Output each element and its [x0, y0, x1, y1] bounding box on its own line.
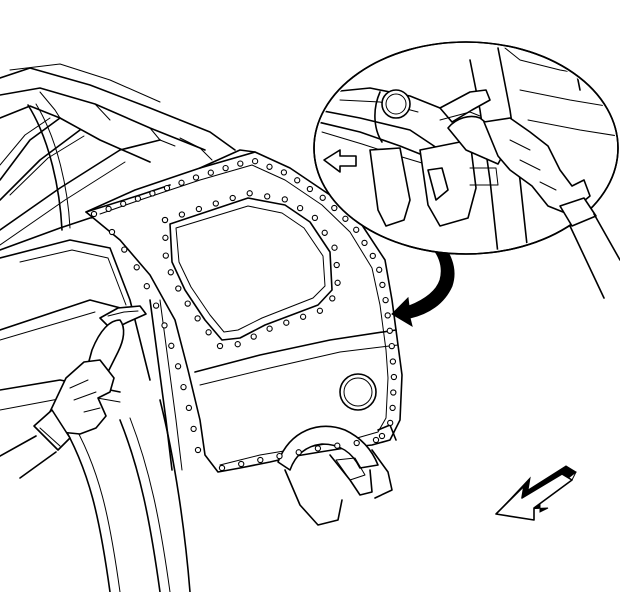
spot-weld-hole [276, 452, 283, 460]
spot-weld-hole [134, 195, 142, 202]
spot-weld-hole [334, 442, 341, 449]
spot-weld-hole [175, 285, 182, 292]
spot-weld-hole [353, 226, 360, 233]
spot-weld-hole [266, 325, 273, 332]
spot-weld-hole [180, 383, 187, 391]
spot-weld-hole [314, 445, 322, 452]
spot-weld-hole [192, 174, 200, 181]
spot-weld-hole [194, 446, 202, 454]
spot-weld-hole [321, 229, 328, 236]
spot-weld-hole [376, 266, 383, 273]
arrow-left-outline-icon [323, 149, 357, 173]
spot-weld-hole [163, 184, 171, 192]
spot-weld-hole [185, 404, 193, 412]
spot-weld-hole [334, 279, 341, 286]
spot-weld-hole [195, 205, 203, 213]
spot-weld-hole [161, 216, 169, 224]
spot-weld-hole [207, 169, 214, 176]
spot-weld-hole [174, 363, 182, 370]
spot-weld-hole [390, 389, 397, 396]
spot-weld-hole [90, 210, 98, 218]
spot-weld-holes [90, 158, 398, 472]
spot-weld-hole [149, 190, 156, 197]
spot-weld-hole [306, 185, 314, 193]
weld-tool-left [0, 305, 147, 479]
spot-weld-hole [105, 205, 112, 213]
spot-weld-hole [257, 456, 264, 464]
spot-weld-hole [251, 158, 259, 165]
spot-weld-hole [388, 342, 395, 350]
spot-weld-hole [386, 327, 393, 334]
spot-weld-hole [194, 315, 201, 322]
spot-weld-hole [353, 439, 360, 447]
spot-weld-hole [283, 319, 290, 326]
spot-weld-hole [108, 228, 116, 236]
spot-weld-hole [133, 264, 140, 271]
spot-weld-hole [216, 342, 224, 350]
spot-weld-hole [234, 341, 241, 348]
spot-weld-hole [311, 214, 319, 222]
spot-weld-hole [152, 302, 160, 309]
spot-weld-hole [389, 404, 396, 412]
spot-weld-hole [143, 283, 150, 290]
spot-weld-hole [266, 163, 273, 170]
detail-callout [313, 41, 620, 299]
spot-weld-hole [237, 160, 244, 167]
spot-weld-hole [162, 234, 169, 241]
spot-weld-hole [389, 358, 397, 365]
spot-weld-hole [369, 252, 376, 260]
spot-weld-hole [246, 190, 253, 197]
spot-weld-hole [161, 322, 168, 329]
spot-weld-hole [178, 179, 185, 186]
spot-weld-hole [121, 246, 128, 253]
spot-weld-hole [361, 239, 368, 247]
spot-weld-hole [167, 269, 174, 276]
spot-weld-hole [329, 295, 336, 302]
spot-weld-hole [379, 281, 386, 289]
spot-weld-hole [222, 164, 229, 172]
spot-weld-hole [218, 464, 226, 472]
spot-weld-hole [372, 436, 380, 444]
vehicle-body-frame [0, 63, 236, 592]
spot-weld-hole [264, 193, 271, 200]
spot-weld-hole [120, 200, 127, 207]
spot-weld-hole [384, 312, 391, 319]
arrow-left-icon [495, 465, 577, 521]
spot-weld-hole [294, 177, 301, 184]
spot-weld-hole [319, 194, 326, 201]
spot-weld-hole [331, 244, 338, 251]
spot-weld-hole [212, 200, 219, 207]
spot-weld-hole [281, 196, 288, 203]
spot-weld-hole [342, 215, 349, 222]
spot-weld-hole [229, 194, 236, 202]
spot-weld-hole [280, 169, 288, 176]
spot-weld-hole [333, 261, 340, 269]
spot-weld-hole [190, 425, 197, 433]
glove-right [483, 117, 591, 215]
spot-weld-hole [162, 252, 169, 259]
spot-weld-hole [378, 432, 386, 440]
curved-arrow-icon [391, 237, 455, 328]
spot-weld-hole [238, 460, 245, 468]
spot-weld-hole [296, 204, 304, 212]
spot-weld-hole [184, 300, 191, 307]
spot-weld-hole [178, 211, 186, 218]
spot-weld-hole [316, 307, 324, 314]
spot-weld-hole [331, 204, 338, 212]
spot-weld-hole [299, 313, 307, 320]
spot-weld-hole [250, 333, 257, 340]
spot-weld-hole [387, 419, 394, 427]
spot-weld-hole [390, 373, 398, 381]
spot-weld-hole [382, 296, 389, 304]
spot-weld-hole [168, 342, 175, 349]
spot-weld-hole [295, 449, 302, 456]
spot-weld-hole [205, 329, 212, 336]
